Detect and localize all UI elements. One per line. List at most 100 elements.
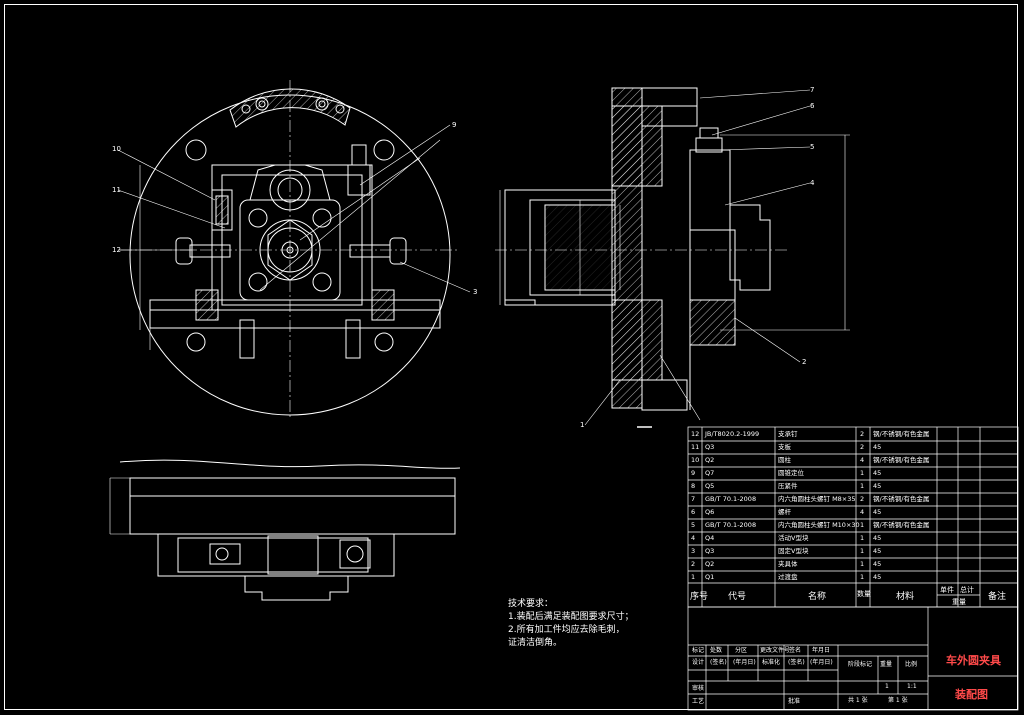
notes-heading: 技术要求： (508, 599, 554, 609)
callout-5: 5 (810, 143, 815, 151)
tb-stage: 阶段标记 (848, 661, 873, 668)
tb-one: 1 (885, 683, 889, 690)
side-section-view (495, 87, 850, 428)
bom-cell-code: JB/T8020.2-1999 (705, 430, 760, 438)
bom-header-remark: 备注 (988, 592, 1007, 602)
bom-cell-qty: 1 (860, 547, 865, 555)
tb-sign: 签名 (789, 647, 802, 654)
bom-header-weight: 重量 (952, 598, 966, 606)
bom-cell-no: 4 (691, 534, 696, 542)
bom-cell-no: 10 (691, 456, 700, 464)
callout-3: 3 (473, 288, 478, 296)
notes-line-3: 证清洁倒角。 (508, 638, 563, 648)
bom-cell-material: 45 (873, 443, 882, 451)
bom-cell-name: 过渡盘 (778, 573, 798, 581)
bom-cell-no: 5 (691, 521, 696, 529)
callout-4: 4 (810, 179, 815, 187)
bom-cell-qty: 1 (860, 482, 865, 490)
bom-cell-no: 2 (691, 560, 696, 568)
bom-cell-material: 45 (873, 560, 882, 568)
top-view (109, 459, 461, 601)
bom-cell-material: 钢/不锈钢/有色金属 (873, 430, 930, 438)
bom-cell-name: 螺杆 (778, 508, 791, 516)
bom-cell-material: 45 (873, 469, 882, 477)
bom-cell-material: 45 (873, 547, 882, 555)
bom-cell-material: 45 (873, 573, 882, 581)
tb-standard-sign: (签名) (788, 659, 805, 666)
bom-cell-code: Q3 (705, 547, 715, 555)
bom-cell-code: Q6 (705, 508, 715, 516)
bom-header-code: 代号 (728, 592, 747, 602)
bom-cell-code: GB/T 70.1-2008 (705, 495, 757, 503)
tb-mark: 标记 (692, 647, 705, 654)
tb-approve: 批准 (788, 698, 801, 705)
drawing-title: 车外圆夹具 (946, 654, 1001, 667)
bom-cell-no: 6 (691, 508, 696, 516)
bom-cell-code: Q1 (705, 573, 715, 581)
bom-header-unit: 单件 (940, 586, 954, 594)
tb-date: 年月日 (812, 647, 831, 654)
callout-6: 6 (810, 102, 815, 110)
callout-7: 7 (810, 86, 815, 94)
drawing-type: 装配图 (955, 688, 988, 701)
notes-line-2: 2.所有加工件均应去除毛刺， (508, 625, 625, 635)
bom-cell-no: 12 (691, 430, 700, 438)
bom-header-material: 材料 (896, 592, 915, 602)
bom-cell-material: 钢/不锈钢/有色金属 (873, 495, 930, 503)
bom-cell-code: Q3 (705, 443, 715, 451)
tb-sheets: 共 1 张 (848, 697, 868, 704)
tb-zone: 分区 (735, 647, 748, 654)
bom-cell-name: 活动V型块 (778, 534, 809, 542)
bom-cell-qty: 2 (860, 430, 865, 438)
bom-cell-qty: 1 (860, 521, 865, 529)
bom-cell-name: 圆锥定位 (778, 469, 804, 477)
tb-scale-value: 1:1 (907, 683, 917, 690)
bom-cell-no: 1 (691, 573, 696, 581)
bom-cell-name: 内六角圆柱头螺钉 M8×35 (778, 495, 856, 503)
bom-cell-code: Q4 (705, 534, 715, 542)
bom-header-name: 名称 (808, 592, 827, 602)
tb-standard-date: (年月日) (810, 659, 833, 666)
bom-cell-code: Q2 (705, 456, 715, 464)
bom-cell-no: 3 (691, 547, 696, 555)
callout-2: 2 (802, 358, 807, 366)
bom-cell-code: Q7 (705, 469, 715, 477)
bom-cell-qty: 1 (860, 469, 865, 477)
bom-cell-qty: 1 (860, 534, 865, 542)
bom-cell-name: 压紧件 (778, 482, 798, 490)
tb-review: 审核 (692, 685, 705, 692)
bom-cell-qty: 4 (860, 508, 865, 516)
bom-cell-no: 8 (691, 482, 696, 490)
bom-cell-name: 支板 (778, 443, 791, 451)
bom-cell-name: 内六角圆柱头螺钉 M10×30 (778, 521, 860, 529)
bom-cell-qty: 4 (860, 456, 865, 464)
bom-cell-code: Q2 (705, 560, 715, 568)
tb-design-sign: (签名) (710, 659, 727, 666)
callout-10: 10 (112, 145, 121, 153)
bom-cell-name: 支承钉 (778, 430, 798, 438)
bom-cell-no: 9 (691, 469, 696, 477)
bom-cell-material: 45 (873, 534, 882, 542)
bom-cell-name: 圆柱 (778, 456, 791, 464)
bom-cell-qty: 1 (860, 573, 865, 581)
bom-cell-no: 11 (691, 443, 700, 451)
bom-cell-material: 钢/不锈钢/有色金属 (873, 521, 930, 529)
bom-cell-name: 固定V型块 (778, 547, 809, 555)
bom-cell-code: GB/T 70.1-2008 (705, 521, 757, 529)
bom-cell-code: Q5 (705, 482, 715, 490)
bom-cell-no: 7 (691, 495, 696, 503)
front-view (117, 80, 471, 420)
notes-line-1: 1.装配后满足装配图要求尺寸； (508, 612, 634, 622)
bom-header-no: 序号 (690, 592, 709, 602)
tb-process: 工艺 (692, 698, 705, 705)
bom-header-qty: 数量 (857, 590, 871, 598)
tb-change-doc: 更改文件号 (760, 647, 791, 654)
bom-cell-qty: 2 (860, 495, 865, 503)
tb-places: 处数 (710, 647, 723, 654)
bom-header-total: 总计 (960, 586, 974, 594)
technical-notes: 技术要求： 1.装配后满足装配图要求尺寸； 2.所有加工件均应去除毛刺， 证清洁… (508, 598, 634, 650)
tb-sheet: 第 1 张 (888, 697, 908, 704)
bom-cell-name: 夹具体 (778, 560, 798, 568)
callout-12: 12 (112, 246, 121, 254)
